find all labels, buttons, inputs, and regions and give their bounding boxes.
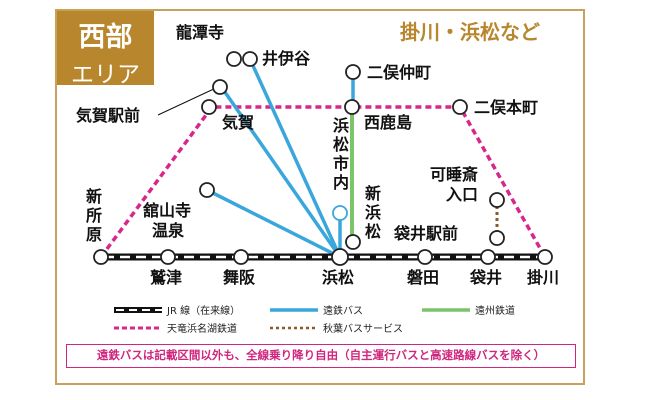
label-maisaka: 舞阪 (223, 268, 256, 287)
label-shinai-2: 松 (333, 135, 349, 154)
label-kakegawa: 掛川 (527, 268, 559, 287)
station-marker-iinoya (242, 51, 258, 67)
label-shinai-4: 内 (333, 173, 349, 192)
station-marker-futamata-nakamachi (345, 64, 361, 80)
label-washizu: 鷲津 (150, 268, 182, 287)
label-kanzanji-1: 舘山寺 (142, 201, 191, 220)
label-kasuisai-1: 可睡斎 (430, 165, 478, 184)
legend-akiha: 秋葉バスサービス (270, 322, 403, 335)
legend-jr: JR 線（在来線） (114, 304, 240, 317)
label-shinjohara-2: 所 (86, 206, 102, 225)
station-markers (93, 51, 553, 266)
label-fukuroi-ekimae: 袋井駅前 (393, 224, 458, 243)
legend: JR 線（在来線） 遠鉄バス 遠州鉄道 天竜浜名湖鉄道 秋葉バスサービス (114, 304, 515, 335)
station-marker-maisaka (233, 249, 249, 265)
label-kanzanji-2: 温泉 (151, 221, 185, 240)
station-marker-kakegawa (537, 249, 553, 265)
legend-bus: 遠鉄バス (270, 304, 363, 317)
station-marker-shinai (332, 205, 348, 221)
tenhama-line (99, 105, 547, 259)
label-kiga-ekimae: 気賀駅前 (76, 106, 140, 125)
station-marker-fukuroi (480, 249, 496, 265)
label-shinai-1: 浜 (333, 116, 349, 135)
notice-box: 遠鉄バスは記載区間以外も、全線乗り降り自由（自主運行バスと高速路線バスを除く） (66, 344, 576, 368)
station-marker-kiga (201, 99, 217, 115)
label-shinhamamatsu-3: 松 (365, 222, 381, 241)
label-futamata-nakamachi: 二俣仲町 (367, 63, 431, 82)
label-ryutanji: 龍潭寺 (176, 23, 224, 42)
station-marker-hamamatsu (331, 248, 349, 266)
legend-tenhama-label: 天竜浜名湖鉄道 (167, 322, 237, 335)
station-marker-futamata-honmachi (452, 99, 468, 115)
legend-railway-label: 遠州鉄道 (475, 304, 515, 317)
station-marker-kasuisai (489, 192, 505, 208)
station-marker-iwata (417, 249, 433, 265)
area-badge-line1: 西部 (78, 22, 133, 53)
label-iwata: 磐田 (406, 268, 439, 287)
legend-jr-label: JR 線（在来線） (166, 304, 240, 317)
station-marker-washizu (160, 249, 176, 265)
region-title: 掛川・浜松など (400, 20, 540, 44)
legend-railway: 遠州鉄道 (422, 304, 515, 317)
label-kasuisai-2: 入口 (446, 185, 478, 204)
station-marker-fukuroi-ekimae (489, 230, 505, 246)
label-nishikajima: 西鹿島 (364, 113, 412, 132)
label-shinhamamatsu-1: 新 (365, 184, 381, 203)
legend-akiha-label: 秋葉バスサービス (323, 322, 403, 335)
station-marker-nishikajima (344, 99, 360, 115)
label-fukuroi: 袋井 (469, 268, 502, 287)
label-futamata-honmachi: 二俣本町 (474, 98, 538, 117)
bus-line-kiga (218, 83, 342, 259)
area-badge: 西部 エリア (57, 11, 154, 88)
legend-bus-label: 遠鉄バス (323, 304, 363, 317)
bus-line-kanzanji (206, 188, 341, 259)
station-marker-ryutanji (226, 51, 242, 67)
bus-lines (206, 58, 355, 259)
label-shinjohara-3: 原 (86, 225, 102, 244)
legend-tenhama: 天竜浜名湖鉄道 (114, 322, 237, 335)
station-marker-shinhamamatsu (345, 234, 361, 250)
label-shinai-3: 市 (333, 154, 349, 173)
station-marker-kanzanji (199, 182, 215, 198)
kiga-ekimae-leader (157, 86, 219, 116)
label-iinoya: 井伊谷 (262, 49, 311, 68)
label-shinhamamatsu-2: 浜 (365, 203, 381, 222)
area-badge-line2: エリア (71, 62, 140, 88)
label-shinjohara-1: 新 (86, 187, 102, 206)
station-marker-kiga-ekimae (212, 79, 228, 95)
label-kiga: 気賀 (222, 113, 254, 132)
station-marker-shinjohara (93, 249, 109, 265)
label-hamamatsu: 浜松 (322, 268, 354, 287)
bus-line-iinoya (248, 58, 342, 258)
